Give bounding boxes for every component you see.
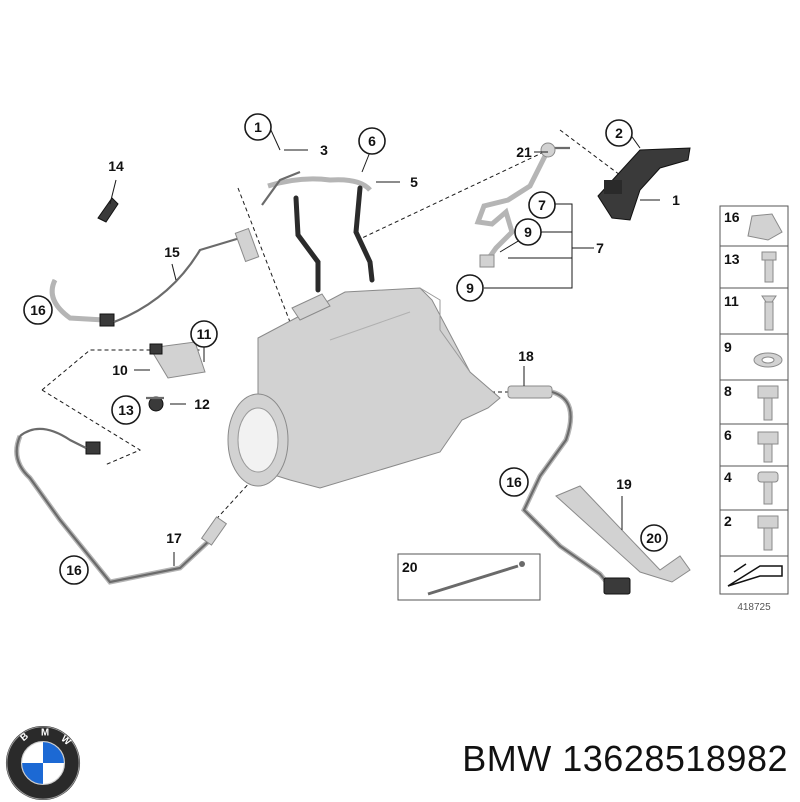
pressure-hoses — [261, 170, 375, 293]
svg-text:4: 4 — [724, 469, 732, 485]
svg-text:7: 7 — [538, 197, 546, 213]
callout-4: 1 — [244, 113, 272, 141]
inset-box-20: 20 — [397, 553, 541, 601]
callout-6: 6 — [358, 127, 386, 155]
svg-text:21: 21 — [516, 144, 532, 160]
svg-text:13: 13 — [118, 402, 134, 418]
svg-text:13: 13 — [724, 251, 740, 267]
plain-labels: 3 5 1 21 7 14 15 10 12 18 19 17 — [108, 142, 680, 546]
svg-text:18: 18 — [518, 348, 534, 364]
temp-sensor-17 — [14, 427, 228, 585]
svg-text:2: 2 — [724, 513, 732, 529]
bmw-logo-icon: B M W — [5, 725, 81, 801]
callout-16b: 16 — [499, 467, 529, 497]
part-number: 13628518982 — [562, 738, 788, 779]
svg-text:11: 11 — [724, 293, 739, 309]
callout-9b: 9 — [456, 274, 484, 302]
svg-text:16: 16 — [66, 562, 82, 578]
pressure-sensor — [548, 146, 691, 221]
bracket-19 — [555, 485, 691, 583]
brand-part-number: BMW 13628518982 — [462, 738, 788, 780]
callout-2: 2 — [605, 119, 633, 147]
svg-text:3: 3 — [320, 142, 328, 158]
callout-8: 7 — [528, 191, 556, 219]
svg-text:9: 9 — [724, 339, 732, 355]
svg-text:19: 19 — [616, 476, 632, 492]
brand-name: BMW — [462, 738, 552, 779]
particulate-filter-body — [227, 287, 501, 489]
callout-11: 11 — [190, 320, 218, 348]
svg-text:9: 9 — [466, 280, 474, 296]
temp-sensor-15 — [49, 227, 260, 327]
callout-markers: 1 6 2 7 9 9 16 11 13 16 20 16 — [23, 113, 668, 585]
svg-text:20: 20 — [402, 559, 418, 575]
oxygen-sensor-18 — [507, 385, 631, 595]
svg-text:20: 20 — [646, 530, 662, 546]
svg-text:5: 5 — [410, 174, 418, 190]
svg-text:16: 16 — [724, 209, 740, 225]
fastener-legend: 16 13 11 9 8 6 4 2 — [719, 205, 789, 595]
callout-13: 13 — [111, 395, 141, 425]
svg-text:M: M — [41, 728, 49, 739]
svg-text:9: 9 — [524, 224, 532, 240]
callout-16a: 16 — [23, 295, 53, 325]
svg-text:1: 1 — [254, 119, 262, 135]
svg-text:7: 7 — [596, 240, 604, 256]
svg-text:10: 10 — [112, 362, 128, 378]
svg-text:8: 8 — [724, 383, 732, 399]
callout-16c: 16 — [59, 555, 89, 585]
svg-text:14: 14 — [108, 158, 124, 174]
svg-text:6: 6 — [724, 427, 732, 443]
svg-text:2: 2 — [615, 125, 623, 141]
bracket-assembly — [146, 341, 206, 412]
svg-text:16: 16 — [506, 474, 522, 490]
svg-text:11: 11 — [197, 326, 212, 342]
clip-14 — [97, 197, 119, 223]
svg-text:15: 15 — [164, 244, 180, 260]
svg-text:1: 1 — [672, 192, 680, 208]
callout-20: 20 — [640, 524, 668, 552]
svg-text:12: 12 — [194, 396, 210, 412]
svg-text:6: 6 — [368, 133, 376, 149]
callout-9a: 9 — [514, 218, 542, 246]
reference-number: 418725 — [737, 602, 771, 613]
svg-text:17: 17 — [166, 530, 182, 546]
svg-text:16: 16 — [30, 302, 46, 318]
leader-lines — [109, 127, 660, 566]
line-harness — [474, 142, 556, 268]
